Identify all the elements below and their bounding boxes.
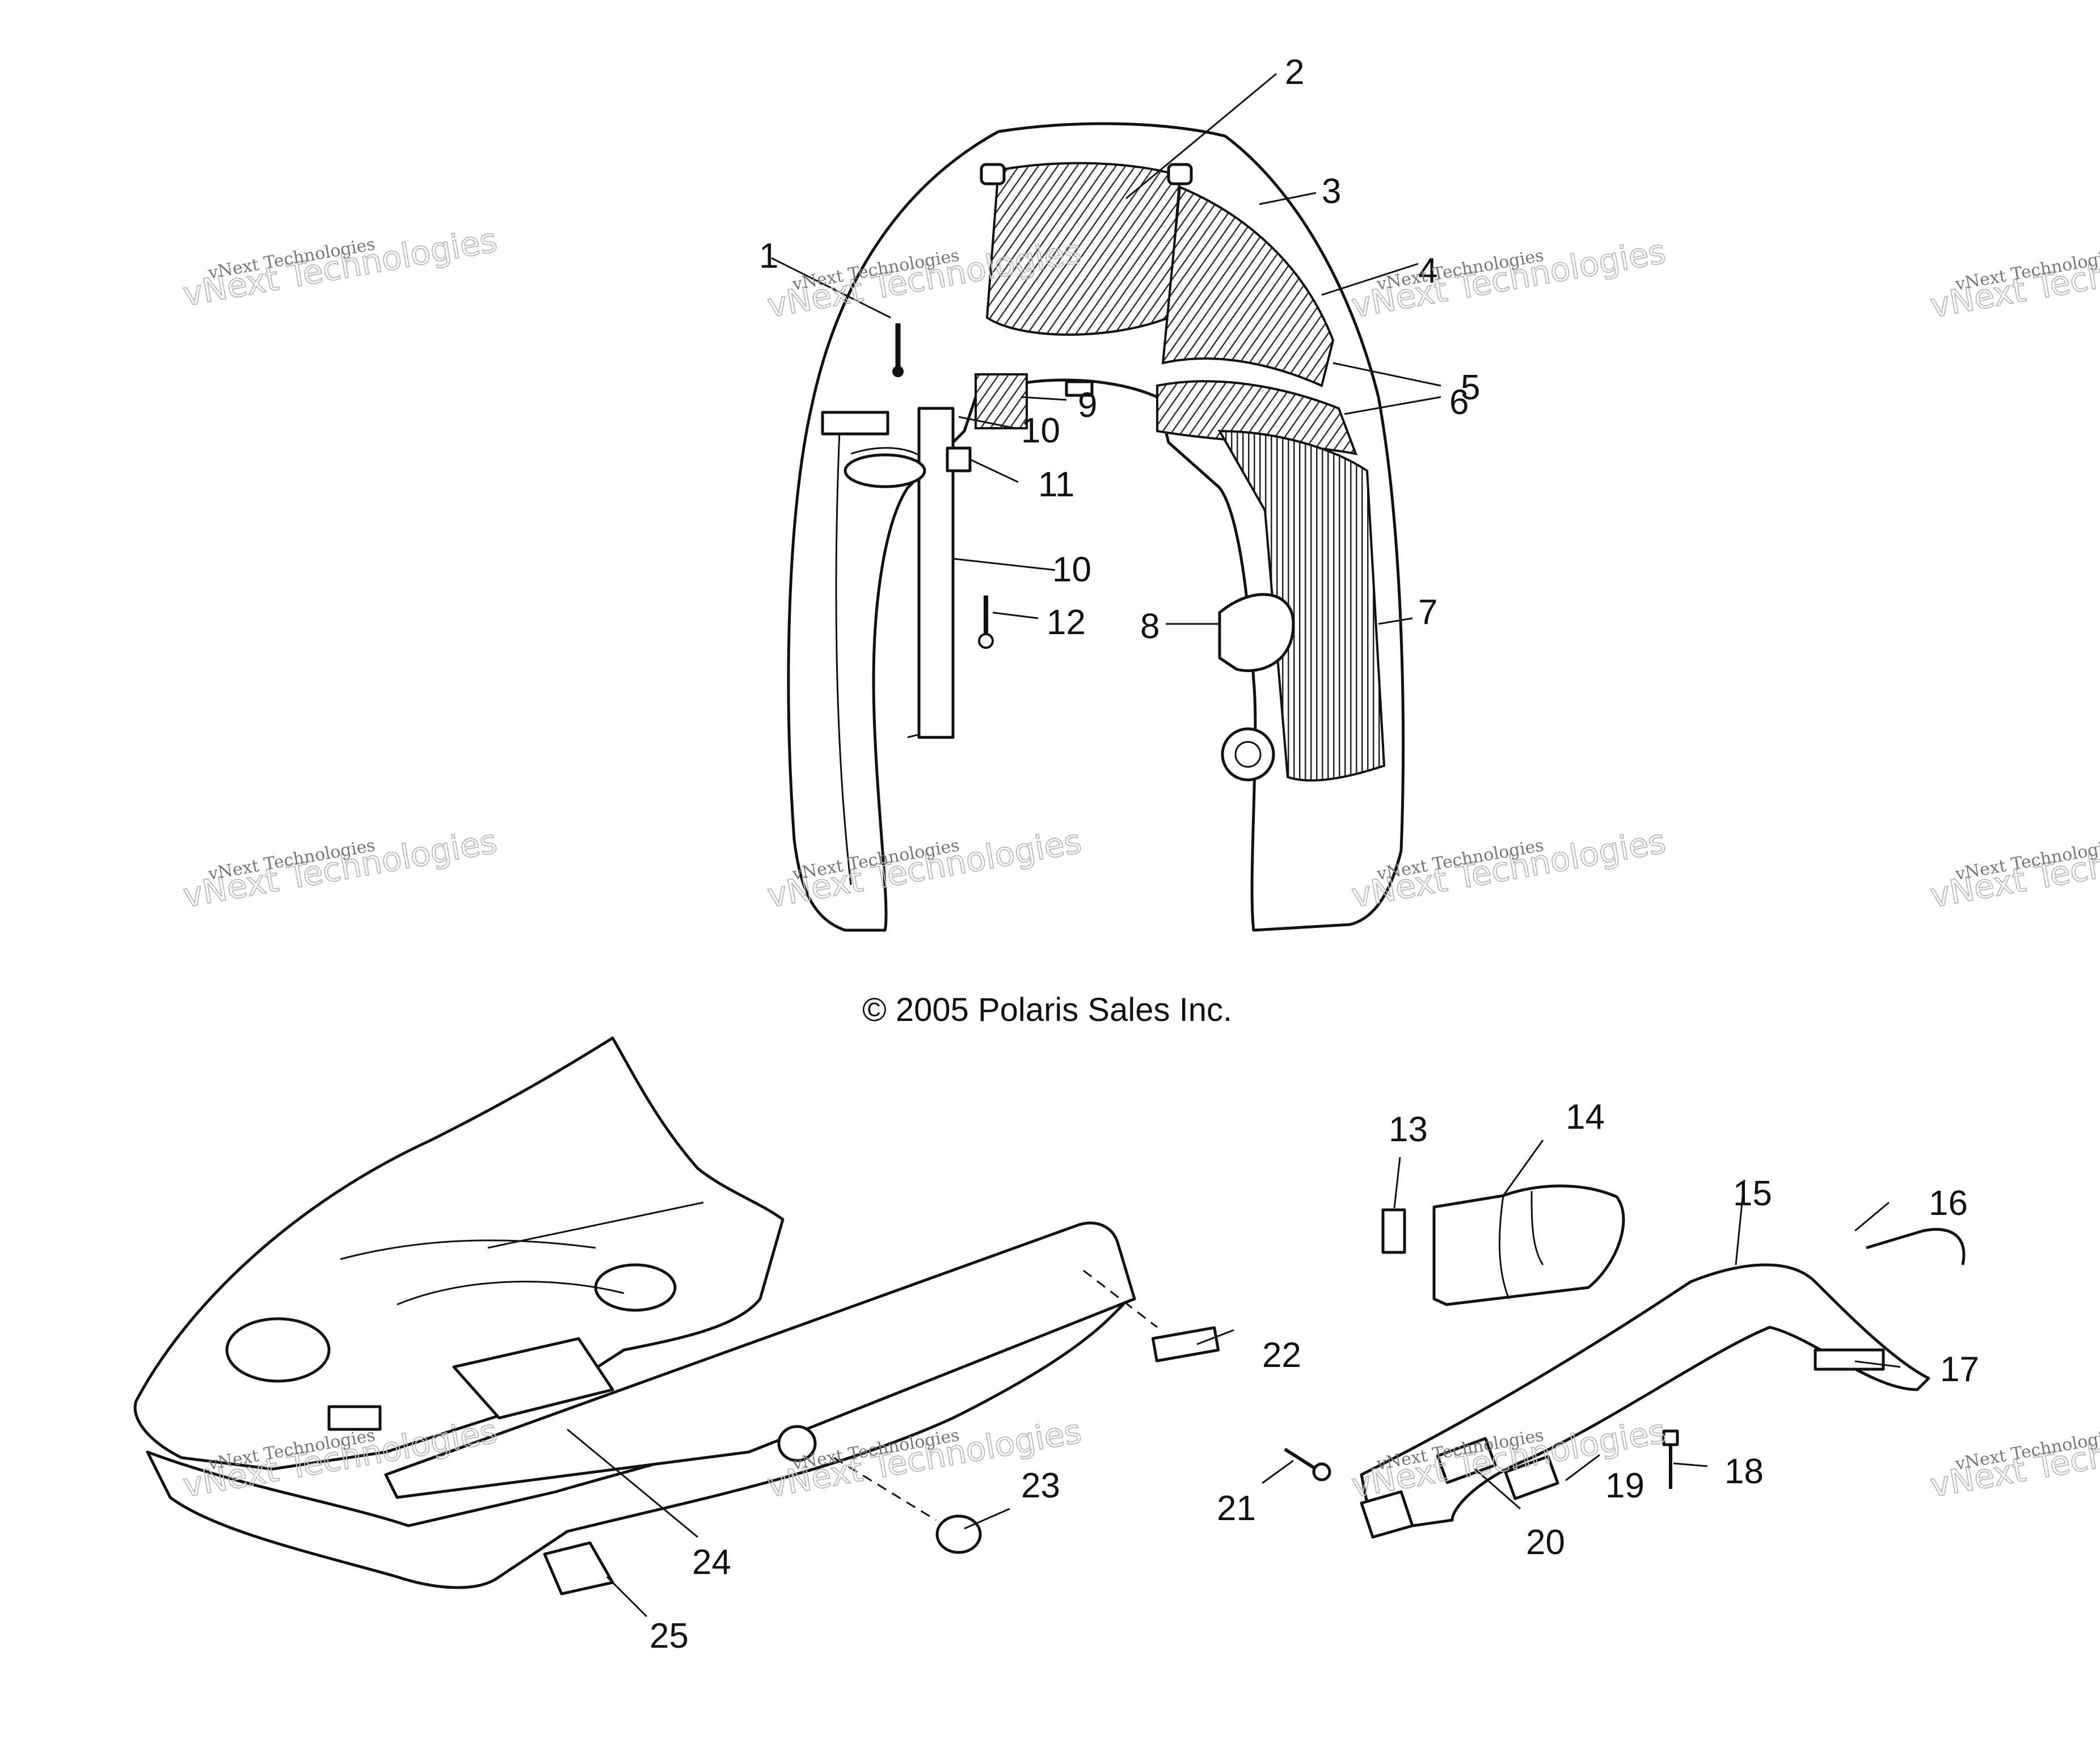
part-25-plate-r — [1360, 1490, 1414, 1539]
callout-18: 18 — [1724, 1452, 1764, 1491]
headlight-left — [225, 1317, 331, 1383]
clip-11 — [946, 446, 972, 472]
callout-labels: 1 2 3 4 5 6 7 8 9 10 10 11 12 13 14 15 1… — [650, 53, 1979, 1656]
callout-13: 13 — [1389, 1110, 1428, 1149]
callout-25: 25 — [650, 1617, 689, 1656]
callout-5: 5 — [1461, 368, 1480, 407]
bracket-plate — [821, 411, 889, 436]
foam-9 — [975, 373, 1028, 429]
callout-21: 21 — [1217, 1489, 1256, 1528]
left-inner-panel — [835, 431, 852, 885]
watermark-r2c1: vNext Technologies vNext Technologies — [180, 821, 501, 915]
vent-opening — [452, 1337, 614, 1420]
part-22-label — [1151, 1326, 1220, 1362]
part-13-label — [1381, 1208, 1406, 1254]
side-panel-rail — [384, 1221, 1136, 1499]
part-25-plate — [543, 1541, 614, 1596]
insulation-5 — [1156, 380, 1358, 455]
part-21-screw — [1284, 1447, 1317, 1471]
grommet-23-port — [777, 1425, 817, 1462]
callout-1: 1 — [759, 237, 778, 276]
watermark-r2c4: vNext Technologies vNext Technologies — [1927, 821, 2100, 915]
callout-15: 15 — [1733, 1174, 1772, 1213]
hood-underside-view — [787, 122, 1405, 932]
callout-11: 11 — [1038, 465, 1074, 504]
watermark-r1c3: vNext Technologies vNext Technologies — [1348, 231, 1669, 326]
callout-24: 24 — [692, 1543, 731, 1582]
part-19-label — [1504, 1455, 1559, 1500]
callout-22: 22 — [1262, 1336, 1301, 1375]
intake-10 — [844, 453, 926, 488]
callout-4: 4 — [1418, 251, 1437, 290]
duct-10 — [917, 407, 955, 739]
part-14-duct — [1432, 1184, 1625, 1306]
part-23-cap — [935, 1514, 982, 1554]
callout-2: 2 — [1285, 53, 1304, 92]
callout-17: 17 — [1940, 1350, 1979, 1389]
watermark-r1c1: vNext Technologies vNext Technologies — [180, 220, 501, 314]
callout-7: 7 — [1418, 593, 1437, 632]
callout-10a: 10 — [1021, 411, 1060, 450]
callout-23: 23 — [1021, 1466, 1060, 1505]
insulation-3 — [1161, 185, 1335, 387]
callout-19: 19 — [1605, 1466, 1644, 1505]
grommet-right — [1221, 727, 1275, 782]
bracket-small — [327, 1405, 382, 1431]
assembly-line-23 — [833, 1457, 937, 1521]
callout-20: 20 — [1526, 1523, 1565, 1562]
callout-8: 8 — [1140, 607, 1159, 646]
watermark-r1c4: vNext Technologies vNext Technologies — [1927, 231, 2100, 326]
callout-9: 9 — [1078, 386, 1097, 425]
callout-12: 12 — [1047, 603, 1086, 642]
part-17-label — [1814, 1348, 1885, 1371]
leader-lines — [567, 73, 1901, 1618]
callout-14: 14 — [1566, 1098, 1605, 1137]
assembly-line-22 — [1083, 1269, 1158, 1328]
copyright-notice: © 2005 Polaris Sales Inc. — [862, 991, 1232, 1028]
part-15-panel — [1360, 1263, 1930, 1533]
insulation-7 — [1217, 429, 1386, 782]
watermark-r3c4: vNext Technologies vNext Technologies — [1927, 1411, 2100, 1505]
callout-10b: 10 — [1052, 550, 1091, 589]
part-20-label — [1436, 1437, 1497, 1484]
hood-assembly-view — [133, 1036, 1158, 1589]
callout-3: 3 — [1322, 172, 1341, 211]
callout-6: 6 — [1449, 383, 1469, 422]
panel-8 — [1218, 593, 1295, 672]
callout-16: 16 — [1929, 1184, 1968, 1223]
headlight-right — [594, 1263, 677, 1312]
part-16-seal — [1866, 1228, 1966, 1265]
